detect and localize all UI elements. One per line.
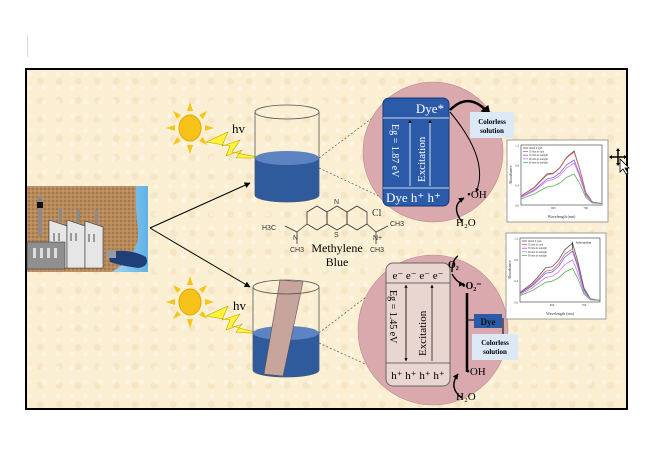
svg-text:solution: solution [483, 348, 507, 356]
bottom-mechanism-panel [357, 254, 518, 406]
group-h3c: H3C [262, 225, 276, 232]
chart-background [505, 232, 607, 320]
x-tick-label: 600 [551, 206, 556, 210]
y-tick-label: 1.2 [514, 237, 518, 241]
excitation-label-bottom: Excitation [417, 310, 429, 356]
atom-s: S [334, 232, 339, 239]
series-line [519, 259, 601, 301]
svg-text:solution: solution [480, 127, 504, 135]
legend-entry: 60 min in sunlight [528, 251, 547, 254]
legend-entry: Initial 0 ppm [528, 240, 541, 243]
legend-entry: Initial 0 ppm [529, 147, 542, 150]
legend-entry: 90 min in sunlight [528, 254, 547, 257]
sun-icon-bottom [166, 276, 214, 328]
molecule-name-line1: Methylene [311, 241, 362, 255]
y-tick-label: 0.4 [515, 184, 519, 188]
arrow-to-bottom-beaker [149, 227, 251, 288]
legend-entry: 30 min in sunlight [529, 154, 548, 157]
y-tick-label: 0.0 [515, 204, 519, 208]
y-tick-label: 0.0 [514, 301, 518, 305]
molecule-name-line2: Blue [326, 255, 349, 269]
water-label-bottom: H₂O [456, 391, 476, 403]
legend-entry: 60 min in sunlight [529, 158, 548, 161]
y-tick-label: 1.2 [515, 144, 519, 148]
series-line [519, 242, 601, 301]
legend-entry: 30 min in dark [528, 244, 544, 247]
counter-ion: Cl [372, 208, 382, 219]
series-line [519, 267, 601, 301]
dye-excited-label: Dye* [416, 101, 444, 116]
beaker-bottom [252, 279, 320, 378]
conduction-band-electrons: e⁻ e⁻ e⁻ e⁻ [392, 270, 443, 282]
series-line [520, 173, 603, 204]
superoxide-label: •O₂⁻ [462, 281, 482, 292]
legend-entry: 30 min in sunlight [528, 247, 547, 250]
x-axis-label: Wavelength (nm) [546, 311, 574, 316]
band-gap-label-top: Eg = 1.87 eV [389, 124, 400, 178]
group-ch3-left: CH3 [290, 247, 304, 254]
sun-icon-top [166, 102, 214, 154]
x-tick-label: 700 [584, 206, 589, 210]
series-line [520, 159, 603, 204]
dye-box-bottom: Dye [481, 317, 496, 327]
series-line [520, 151, 603, 204]
colorless-box-top [470, 112, 514, 138]
dye-ground-state: Dye h⁺ h⁺ [386, 190, 441, 205]
move-cursor-icon [609, 148, 630, 175]
colorless-solution-top: Colorless [478, 118, 506, 126]
y-tick-label: 0.8 [514, 258, 518, 262]
water-label-top: H₂O [456, 217, 476, 229]
beaker-top [254, 104, 320, 203]
semiconductor-strip [263, 279, 304, 377]
y-axis-label: Absorbance [508, 165, 513, 184]
y-tick-label: 0.4 [514, 279, 518, 283]
oh-radical-bottom: •OH [466, 366, 486, 378]
oxygen-label: O₂ [448, 260, 459, 271]
top-mechanism-panel [362, 81, 514, 223]
y-axis-label: Absorbance [507, 260, 512, 279]
hv-label-bottom: hv [233, 298, 247, 313]
legend-entry: 30 min in dark [529, 151, 545, 154]
group-ch3-right: CH3 [370, 247, 384, 254]
series-line [519, 250, 601, 301]
x-tick-label: 700 [582, 303, 587, 307]
figure-frame [25, 68, 628, 410]
zoom-guide-lines [318, 109, 384, 373]
atom-n-left: N [293, 235, 298, 242]
atom-n-right: N+ [373, 235, 382, 242]
band-gap-label-bottom: Eg = 1.45 eV [387, 290, 398, 344]
y-tick-label: 0.8 [515, 164, 519, 168]
page-margin-mark [27, 35, 28, 57]
factory-illustration [26, 186, 148, 272]
excitation-label-top: Excitation [416, 136, 428, 182]
plot-area [519, 237, 601, 303]
oh-radical-top: •OH [467, 189, 487, 201]
chart-background [506, 139, 609, 223]
x-tick-label: 600 [550, 303, 555, 307]
colorless-solution-bottom: Colorless [481, 339, 509, 347]
plot-area [520, 144, 603, 206]
methylene-blue-structure [284, 205, 389, 244]
valence-band-holes: h⁺ h⁺ h⁺ h⁺ [391, 370, 445, 382]
legend-entry: 90 min in sunlight [529, 161, 548, 164]
arrow-to-top-beaker [149, 182, 251, 229]
series-line [520, 162, 603, 204]
group-ch3-right-top: CH3 [390, 221, 404, 228]
x-axis-label: Wavelength (nm) [548, 214, 576, 219]
annotation-label: Adsorption [575, 240, 591, 244]
hv-label-top: hv [232, 121, 246, 136]
atom-n-top: N [334, 199, 339, 206]
